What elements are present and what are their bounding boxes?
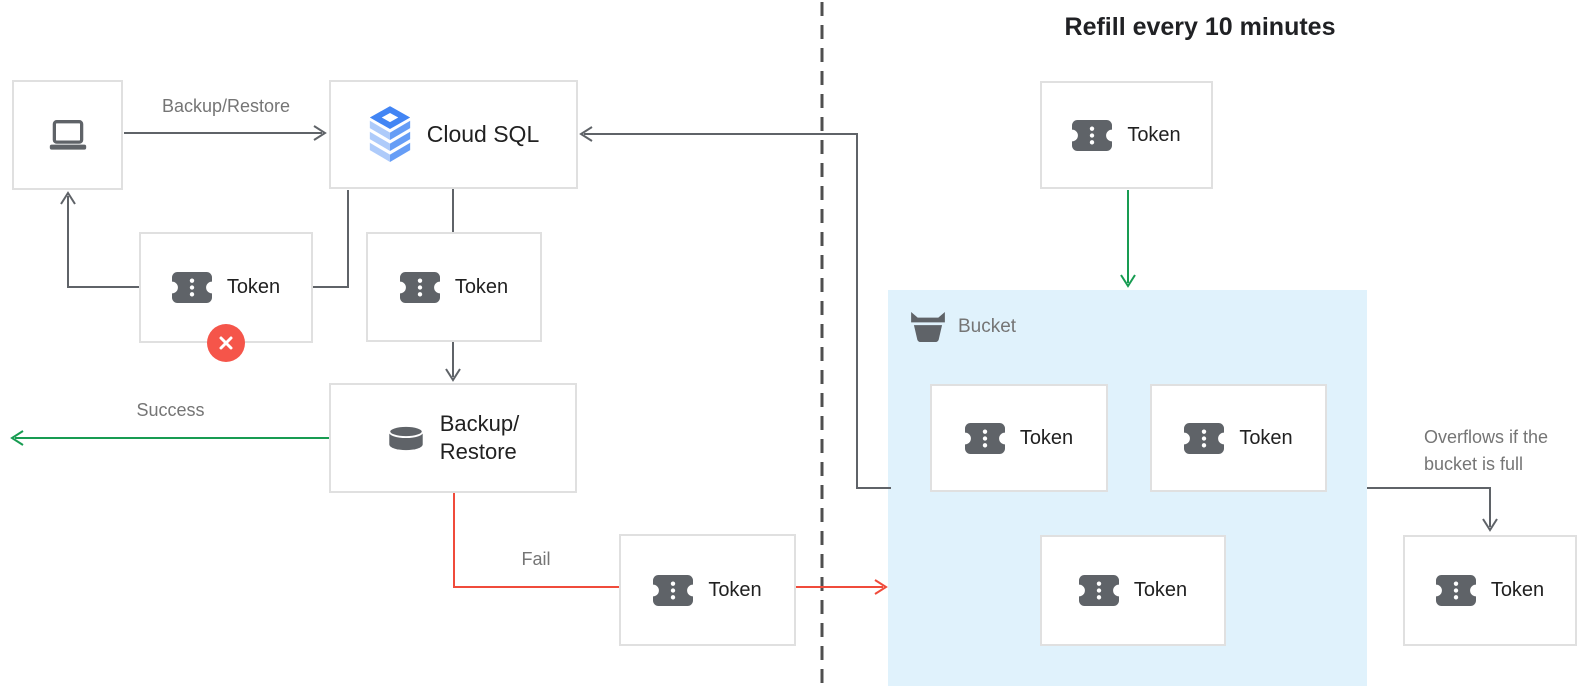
client-box (12, 80, 123, 190)
token-icon (400, 272, 440, 303)
token-box-overflow: Token (1403, 535, 1577, 646)
arrowhead-down2-icon (1482, 518, 1498, 532)
arrowhead-right-red-icon (874, 579, 888, 595)
token-label: Token (1133, 579, 1188, 601)
token-box-refill: Token (1040, 81, 1213, 189)
cloud-sql-label: Cloud SQL (426, 121, 540, 147)
close-icon (219, 336, 233, 350)
token-box-failed: Token (619, 534, 796, 646)
arrowhead-down-green-icon (1120, 274, 1136, 288)
edge-label-success: Success (136, 400, 205, 420)
token-box-bucket-2: Token (1150, 384, 1327, 492)
bucket-label: Bucket (958, 316, 1017, 337)
arrowhead-left-icon (579, 126, 593, 142)
token-label: Token (1239, 426, 1293, 449)
token-label: Token (226, 276, 281, 298)
cloud-sql-icon (368, 106, 412, 163)
token-box-bucket-1: Token (930, 384, 1108, 492)
diagram-title: Refill every 10 minutes (1064, 13, 1336, 41)
token-label: Token (1019, 426, 1074, 449)
laptop-icon (48, 120, 88, 151)
edge-token-to-client (67, 196, 139, 288)
overflow-label-line1: Overflows if the (1424, 427, 1549, 447)
backup-restore-label: Backup/ Restore (440, 410, 520, 466)
edge-label-overflow: Overflows if the bucket is full (1424, 424, 1582, 478)
edge-label-fail: Fail (521, 549, 551, 569)
token-icon (653, 575, 693, 606)
token-label: Token (1127, 123, 1181, 146)
token-icon (1436, 575, 1476, 606)
database-icon (387, 425, 425, 451)
token-label: Token (1490, 579, 1545, 601)
bucket-header: Bucket (910, 312, 1016, 342)
token-label: Token (454, 275, 509, 298)
arrowhead-up-icon (60, 191, 76, 205)
rejected-badge (207, 324, 245, 362)
edge-token-to-cloudsql (313, 190, 349, 288)
edge-fail (453, 493, 619, 588)
backup-label-line1: Backup/ (439, 411, 520, 436)
arrowhead-left-green-icon (10, 430, 24, 446)
token-icon (1184, 423, 1224, 454)
token-label: Token (708, 578, 762, 601)
token-box-pending: Token (366, 232, 542, 342)
backup-label-line2: Restore (439, 439, 517, 464)
edge-label-backup-restore: Backup/Restore (161, 96, 291, 116)
token-icon (1072, 120, 1112, 151)
backup-restore-box: Backup/ Restore (329, 383, 577, 493)
arrowhead-right-icon (313, 125, 327, 141)
cloud-sql-box: Cloud SQL (329, 80, 578, 189)
token-icon (1079, 575, 1119, 606)
token-box-bucket-3: Token (1040, 535, 1226, 646)
edge-bucket-to-cloudsql (584, 133, 891, 489)
token-icon (172, 272, 212, 303)
token-icon (965, 423, 1005, 454)
arrowhead-down-icon (445, 368, 461, 382)
edge-overflow (1367, 487, 1491, 527)
overflow-label-line2: bucket is full (1424, 454, 1524, 474)
